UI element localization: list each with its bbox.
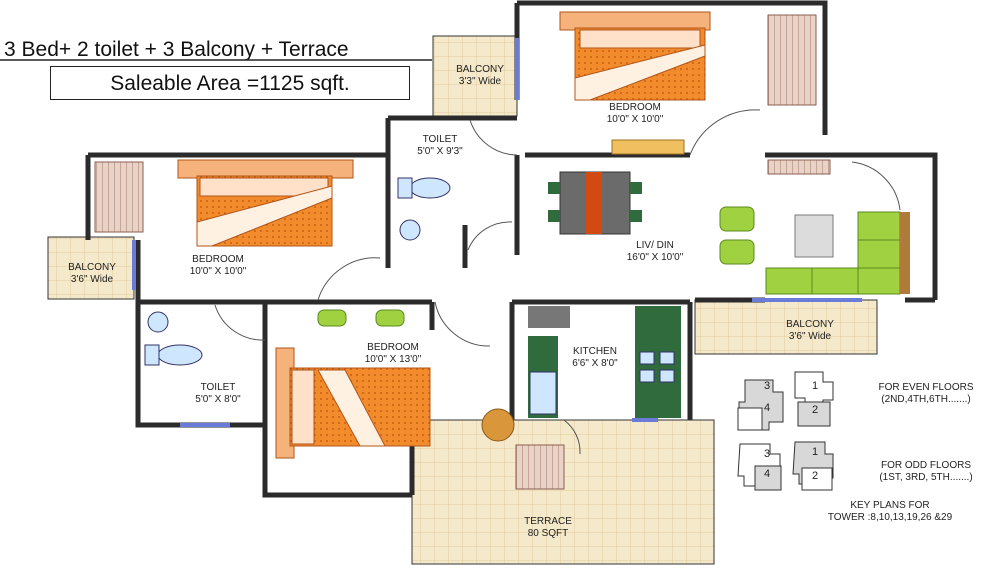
toilet-left-size: 5'0" X 8'0" xyxy=(195,394,241,405)
terrace-size: 80 SQFT xyxy=(527,528,569,539)
dining-set xyxy=(548,171,642,235)
door-mid xyxy=(481,408,515,442)
wardrobe-mid xyxy=(515,444,565,490)
bedroom-left-name: BEDROOM xyxy=(192,254,244,265)
bedroom-mid-name: BEDROOM xyxy=(367,342,419,353)
key-plan-even xyxy=(737,371,834,431)
fridge xyxy=(528,306,570,328)
liv-din-size: 16'0" X 10'0" xyxy=(626,252,684,263)
bed-mid xyxy=(275,347,431,459)
bedroom-mid-size: 10'0" X 13'0" xyxy=(364,354,422,365)
balcony-right-label: BALCONY 3'6" Wide xyxy=(770,319,850,343)
balcony-right-size: 3'6" Wide xyxy=(788,331,832,342)
study-table xyxy=(611,139,685,155)
terrace-floor xyxy=(411,419,715,565)
key-even-unit-1: 1 xyxy=(812,380,819,392)
windows xyxy=(132,38,862,427)
wc-top xyxy=(397,177,451,241)
stove xyxy=(639,351,675,383)
wardrobe-top xyxy=(767,14,817,106)
liv-din-label: LIV/ DIN 16'0" X 10'0" xyxy=(605,240,705,264)
toilet-top-name: TOILET xyxy=(422,134,458,145)
terrace-name: TERRACE xyxy=(524,516,572,527)
door-swings xyxy=(214,109,901,455)
chair-1 xyxy=(317,309,347,327)
bedroom-top-label: BEDROOM 10'0" X 10'0" xyxy=(585,102,685,126)
kitchen-size: 6'6" X 8'0" xyxy=(572,358,618,369)
bedroom-top-size: 10'0" X 10'0" xyxy=(606,114,664,125)
key-even-unit-3: 3 xyxy=(764,380,771,392)
liv-din-name: LIV/ DIN xyxy=(636,240,674,251)
sofa-set xyxy=(719,206,901,295)
bedroom-left-label: BEDROOM 10'0" X 10'0" xyxy=(168,254,268,278)
bedroom-mid-label: BEDROOM 10'0" X 13'0" xyxy=(343,342,443,366)
wc-left xyxy=(144,311,203,366)
terrace-label: TERRACE 80 SQFT xyxy=(508,516,588,540)
key-plans-line1: KEY PLANS FOR xyxy=(850,500,930,511)
kitchen-label: KITCHEN 6'6" X 8'0" xyxy=(560,346,630,370)
key-odd-unit-3: 3 xyxy=(764,448,771,460)
bed-top xyxy=(559,11,711,101)
key-even-unit-2: 2 xyxy=(812,404,819,416)
key-plans-line2: TOWER :8,10,13,19,26 &29 xyxy=(827,512,953,523)
odd-floors-caption: FOR ODD FLOORS (1ST, 3RD, 5TH.......) xyxy=(856,460,996,484)
odd-floors-line1: FOR ODD FLOORS xyxy=(880,460,971,471)
balcony-top-floor xyxy=(432,35,518,117)
bedroom-top-name: BEDROOM xyxy=(609,102,661,113)
balcony-right-name: BALCONY xyxy=(786,319,834,330)
bedroom-left-size: 10'0" X 10'0" xyxy=(189,266,247,277)
balcony-right-floor xyxy=(694,299,878,355)
wardrobe-left xyxy=(94,161,144,233)
toilet-top-size: 5'0" X 9'3" xyxy=(417,146,463,157)
sofa-back xyxy=(900,212,910,294)
key-plan-odd xyxy=(737,441,834,491)
toilet-left-name: TOILET xyxy=(200,382,236,393)
toilet-top-label: TOILET 5'0" X 9'3" xyxy=(400,134,480,158)
balcony-left-size: 3'6" Wide xyxy=(70,274,114,285)
balcony-top-size: 3'3" Wide xyxy=(458,76,502,87)
balcony-left-name: BALCONY xyxy=(68,262,116,273)
even-floors-caption: FOR EVEN FLOORS (2ND,4TH,6TH.......) xyxy=(856,382,996,406)
even-floors-line1: FOR EVEN FLOORS xyxy=(878,382,974,393)
key-odd-unit-1: 1 xyxy=(812,446,819,458)
saleable-area-box: Saleable Area =1125 sqft. xyxy=(50,66,410,100)
balcony-left-floor xyxy=(47,236,135,300)
odd-floors-line2: (1ST, 3RD, 5TH.......) xyxy=(879,472,973,483)
chair-2 xyxy=(375,309,405,327)
toilet-left-label: TOILET 5'0" X 8'0" xyxy=(178,382,258,406)
kitchen-name: KITCHEN xyxy=(573,346,617,357)
shelf-living xyxy=(767,159,831,175)
key-odd-unit-2: 2 xyxy=(812,470,819,482)
sink xyxy=(529,371,557,415)
bed-left xyxy=(177,159,354,247)
plan-title: 3 Bed+ 2 toilet + 3 Balcony + Terrace xyxy=(4,38,349,61)
balcony-top-name: BALCONY xyxy=(456,64,504,75)
balcony-top-label: BALCONY 3'3" Wide xyxy=(440,64,520,88)
key-plans-caption: KEY PLANS FOR TOWER :8,10,13,19,26 &29 xyxy=(790,500,990,524)
key-even-unit-4: 4 xyxy=(764,402,771,414)
key-odd-unit-4: 4 xyxy=(764,468,771,480)
balcony-left-label: BALCONY 3'6" Wide xyxy=(52,262,132,286)
even-floors-line2: (2ND,4TH,6TH.......) xyxy=(881,394,971,405)
